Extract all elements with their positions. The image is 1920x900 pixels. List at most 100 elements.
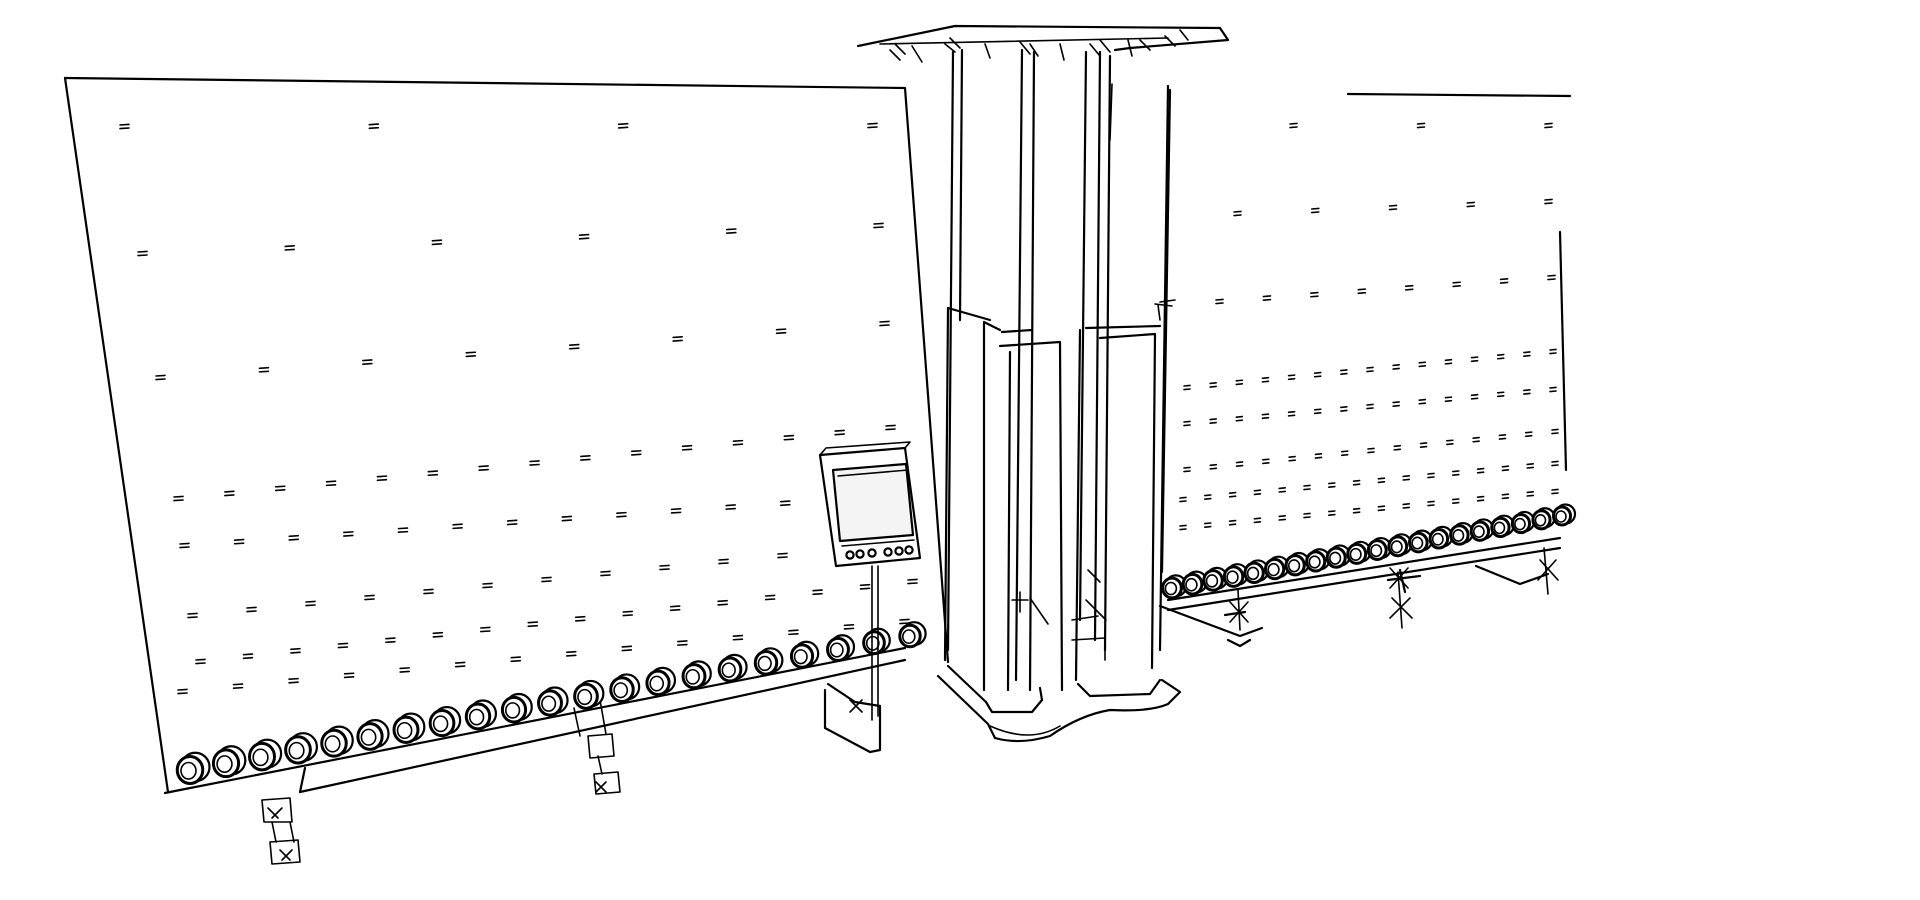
left-conveyor-beam [178, 646, 907, 865]
right-roller-hub [1472, 525, 1485, 539]
right-leg-3-bolts [1537, 547, 1559, 595]
left-pad [376, 475, 388, 482]
left-leg-1-lower [269, 839, 301, 865]
left-pad [879, 320, 890, 327]
left-roller-hub [577, 688, 593, 706]
right-roller [1161, 574, 1188, 600]
column-base-inner-right [1076, 678, 1162, 698]
left-pad [659, 564, 670, 571]
column-top-cap [856, 24, 1230, 52]
control-panel-buttons [841, 539, 915, 560]
left-pad [574, 615, 586, 622]
left-pad [672, 336, 683, 342]
right-roller [1408, 529, 1433, 554]
right-pad [1466, 201, 1476, 208]
left-roller [284, 732, 319, 765]
left-roller [392, 712, 426, 744]
right-pad [1472, 436, 1480, 443]
left-leg-3-bolt [849, 699, 863, 713]
left-pad [423, 588, 434, 595]
right-pad [1549, 348, 1557, 355]
right-pad [1235, 415, 1244, 422]
right-pad [1470, 393, 1479, 400]
left-roller [464, 699, 498, 731]
right-pad [1328, 510, 1336, 516]
left-roller [753, 647, 784, 676]
right-pad [1551, 460, 1559, 467]
right-roller [1449, 522, 1474, 546]
right-pad [1340, 450, 1349, 457]
left-roller-hub [505, 702, 521, 719]
right-support-frame [1159, 88, 1572, 574]
left-leg-1-upper [261, 797, 293, 823]
left-pad [565, 650, 577, 657]
right-pad [1498, 434, 1507, 440]
right-pad [1427, 472, 1435, 479]
right-roller [1552, 503, 1577, 527]
left-frame-corner [163, 788, 182, 795]
right-roller-hub [1493, 521, 1506, 535]
column-base-curve [989, 725, 1061, 736]
right-pad [1235, 461, 1244, 467]
right-pad [1204, 522, 1212, 528]
right-roller [1428, 525, 1454, 550]
left-roller [428, 705, 462, 738]
right-beam-front [1158, 604, 1264, 638]
right-pad [1499, 278, 1509, 284]
right-pad [1388, 204, 1398, 211]
right-pad [1313, 371, 1322, 378]
right-pad [1452, 470, 1460, 476]
right-support-pads [1179, 122, 1559, 531]
right-pad [1418, 361, 1427, 368]
right-pad [1204, 494, 1212, 500]
right-pad [1496, 353, 1505, 360]
left-pad [527, 621, 539, 628]
right-roller [1366, 536, 1392, 562]
right-pad [1262, 458, 1270, 465]
carriage-left-crossbar [1000, 328, 1034, 334]
right-pad [1476, 495, 1485, 502]
carriage-right-frame [1084, 324, 1162, 670]
left-roller-row [175, 621, 927, 785]
right-pad [1235, 379, 1244, 386]
right-roller-row [1161, 503, 1577, 600]
left-pad [325, 480, 337, 487]
right-pad [1340, 406, 1348, 412]
right-leg-3 [1474, 564, 1550, 586]
left-pad [258, 366, 270, 373]
right-pad [1501, 493, 1510, 500]
left-roller-hub [288, 741, 305, 760]
right-roller [1243, 559, 1270, 585]
right-pad [1303, 512, 1311, 519]
right-pad [1392, 401, 1400, 407]
right-roller [1510, 510, 1536, 535]
left-pad [907, 578, 918, 585]
right-pad [1547, 274, 1556, 281]
left-pad [364, 594, 375, 601]
left-pad [482, 582, 493, 589]
control-panel-button-strip [841, 539, 915, 547]
left-leg-3 [823, 688, 882, 754]
right-leg-1-top [1223, 610, 1252, 648]
left-pad [224, 490, 235, 497]
left-pad [290, 647, 301, 654]
left-roller [537, 686, 569, 717]
right-pad [1404, 284, 1414, 291]
left-roller [826, 634, 856, 662]
right-roller [1490, 514, 1515, 539]
left-leg-2-bolts [595, 781, 607, 793]
left-roller [500, 692, 533, 724]
carriage-right-inner [1074, 328, 1082, 682]
left-pad [669, 605, 681, 612]
left-pad [578, 233, 590, 240]
right-pad [1233, 210, 1242, 217]
right-pad [1278, 515, 1286, 521]
right-pad [1209, 382, 1217, 388]
left-pad [305, 600, 316, 607]
carriage-left-side [982, 320, 1002, 692]
right-pad [1524, 431, 1533, 438]
left-frame-outline [63, 76, 950, 664]
carriage-inner-frame-left-2 [1006, 350, 1012, 692]
left-pad [779, 500, 791, 507]
left-pad [717, 599, 728, 606]
